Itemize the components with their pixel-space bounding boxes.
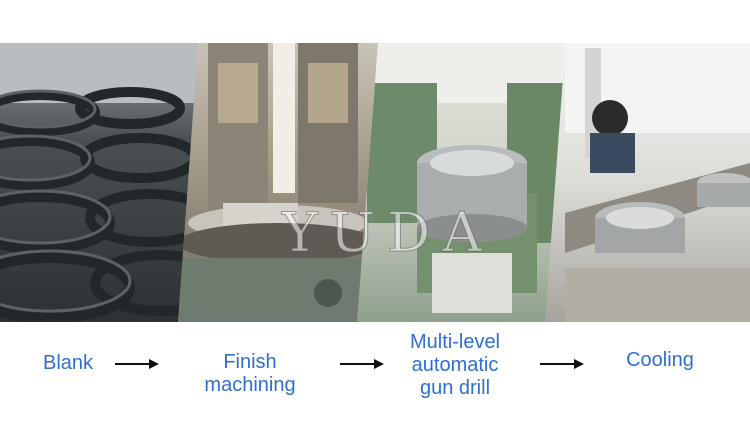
step-label-blank: Blank xyxy=(42,352,94,374)
cooling-bench-illustration xyxy=(565,43,750,322)
arrow-right-icon xyxy=(340,359,384,369)
cooling-photo xyxy=(545,43,750,322)
gun-drill-photo xyxy=(357,43,567,322)
stacked-rings-illustration xyxy=(0,43,200,322)
process-photo-strip: YUDA xyxy=(0,43,750,322)
step-label-gun-drill: Multi-level automatic gun drill xyxy=(409,331,501,399)
gun-drill-illustration xyxy=(357,43,567,313)
finish-machining-photo xyxy=(178,43,378,322)
step-label-finish-machining: Finish machining xyxy=(204,351,296,396)
blank-rings-photo xyxy=(0,43,200,322)
arrow-right-icon xyxy=(540,359,584,369)
step-label-cooling: Cooling xyxy=(626,349,694,371)
arrow-right-icon xyxy=(115,359,159,369)
brand-watermark: YUDA xyxy=(281,201,494,265)
vertical-lathe-illustration xyxy=(178,43,378,322)
